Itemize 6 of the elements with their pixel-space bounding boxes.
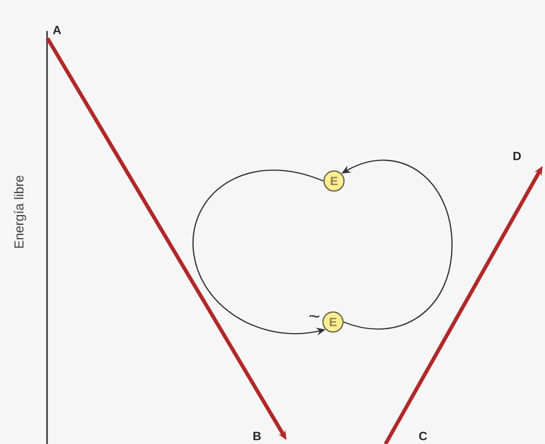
point-letter: B [253, 432, 261, 440]
point-letter: A [52, 26, 62, 34]
point-letter: D [513, 152, 521, 160]
point-letter: C [419, 432, 428, 440]
tilde-sign: ~ [309, 315, 320, 318]
axis-label: Energía libre [14, 176, 26, 248]
